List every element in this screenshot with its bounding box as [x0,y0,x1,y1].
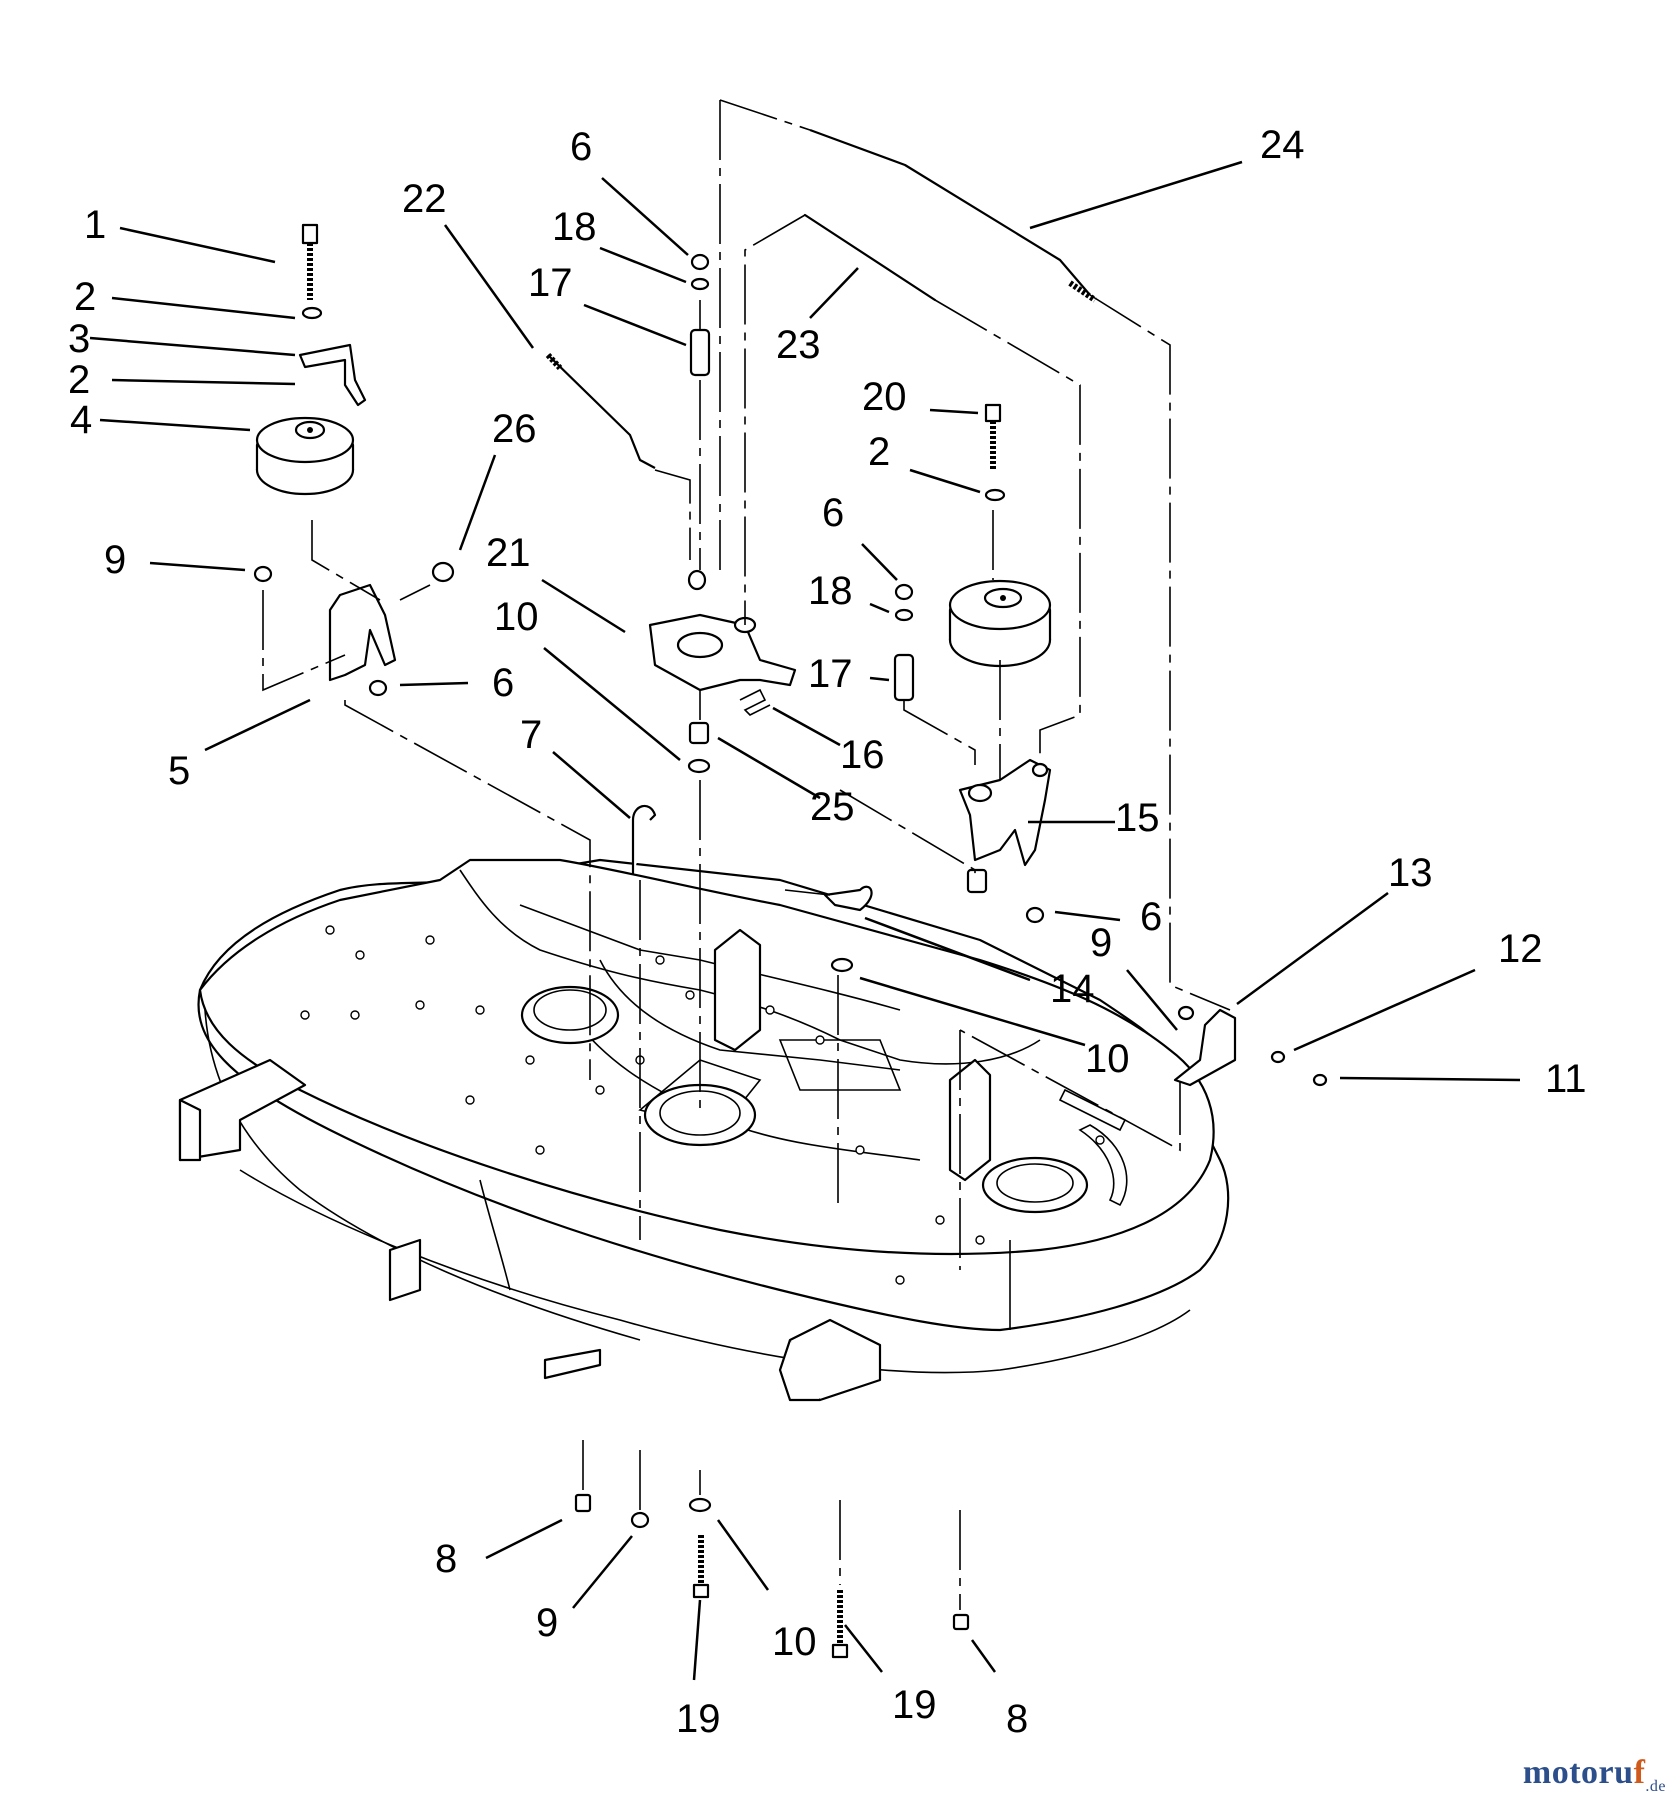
callout-label: 10 [1085,1037,1130,1081]
callout-label: 24 [1260,123,1305,167]
watermark-accent: f [1633,1754,1646,1792]
callout-label: 2 [68,358,90,402]
bottom-hardware [574,1440,970,1659]
callout-label: 12 [1498,927,1543,971]
mower-deck [178,858,1230,1402]
watermark-main: motoru [1522,1754,1634,1792]
callout-label: 17 [808,652,853,696]
callout-label: 6 [570,125,592,169]
callout-label: 14 [1050,967,1095,1011]
callout-labels: 1 2 3 2 4 26 9 6 5 22 6 18 17 21 10 7 25… [68,123,1587,1741]
callout-label: 18 [552,205,597,249]
callout-label: 2 [74,275,96,319]
callout-label: 19 [892,1683,937,1727]
callout-label: 10 [494,595,539,639]
deck-holes [300,925,1105,1285]
callout-label: 16 [840,733,885,777]
callout-label: 1 [84,203,106,247]
callout-label: 13 [1388,851,1433,895]
callout-label: 20 [862,375,907,419]
callout-label: 11 [1545,1057,1587,1101]
callout-label: 3 [68,317,90,361]
callout-label: 25 [810,785,855,829]
callout-label: 7 [520,713,542,757]
leader-lines [89,160,1521,1681]
callout-label: 9 [536,1601,558,1645]
callout-label: 9 [104,538,126,582]
watermark-logo: motoruf.de [1523,1754,1666,1796]
linkages [719,99,1231,1152]
right-bracket-hardware [1173,1005,1328,1087]
right-idler-assembly [784,403,1052,1270]
callout-label: 8 [435,1537,457,1581]
left-idler-assembly [253,223,591,1080]
callout-label: 6 [822,491,844,535]
callout-label: 5 [168,749,190,793]
callout-label: 18 [808,569,853,613]
callout-label: 26 [492,407,537,451]
callout-label: 21 [486,531,531,575]
callout-label: 6 [492,661,514,705]
callout-label: 23 [776,323,821,367]
callout-label: 15 [1115,796,1160,840]
callout-label: 10 [772,1620,817,1664]
callout-label: 6 [1140,895,1162,939]
callout-label: 8 [1006,1697,1028,1741]
callout-label: 9 [1090,921,1112,965]
callout-label: 4 [70,398,92,442]
callout-label: 19 [676,1697,721,1741]
callout-label: 22 [402,177,447,221]
center-arm-assembly [545,253,797,1240]
callout-label: 2 [868,430,890,474]
callout-label: 17 [528,261,573,305]
watermark-tld: .de [1645,1778,1666,1795]
